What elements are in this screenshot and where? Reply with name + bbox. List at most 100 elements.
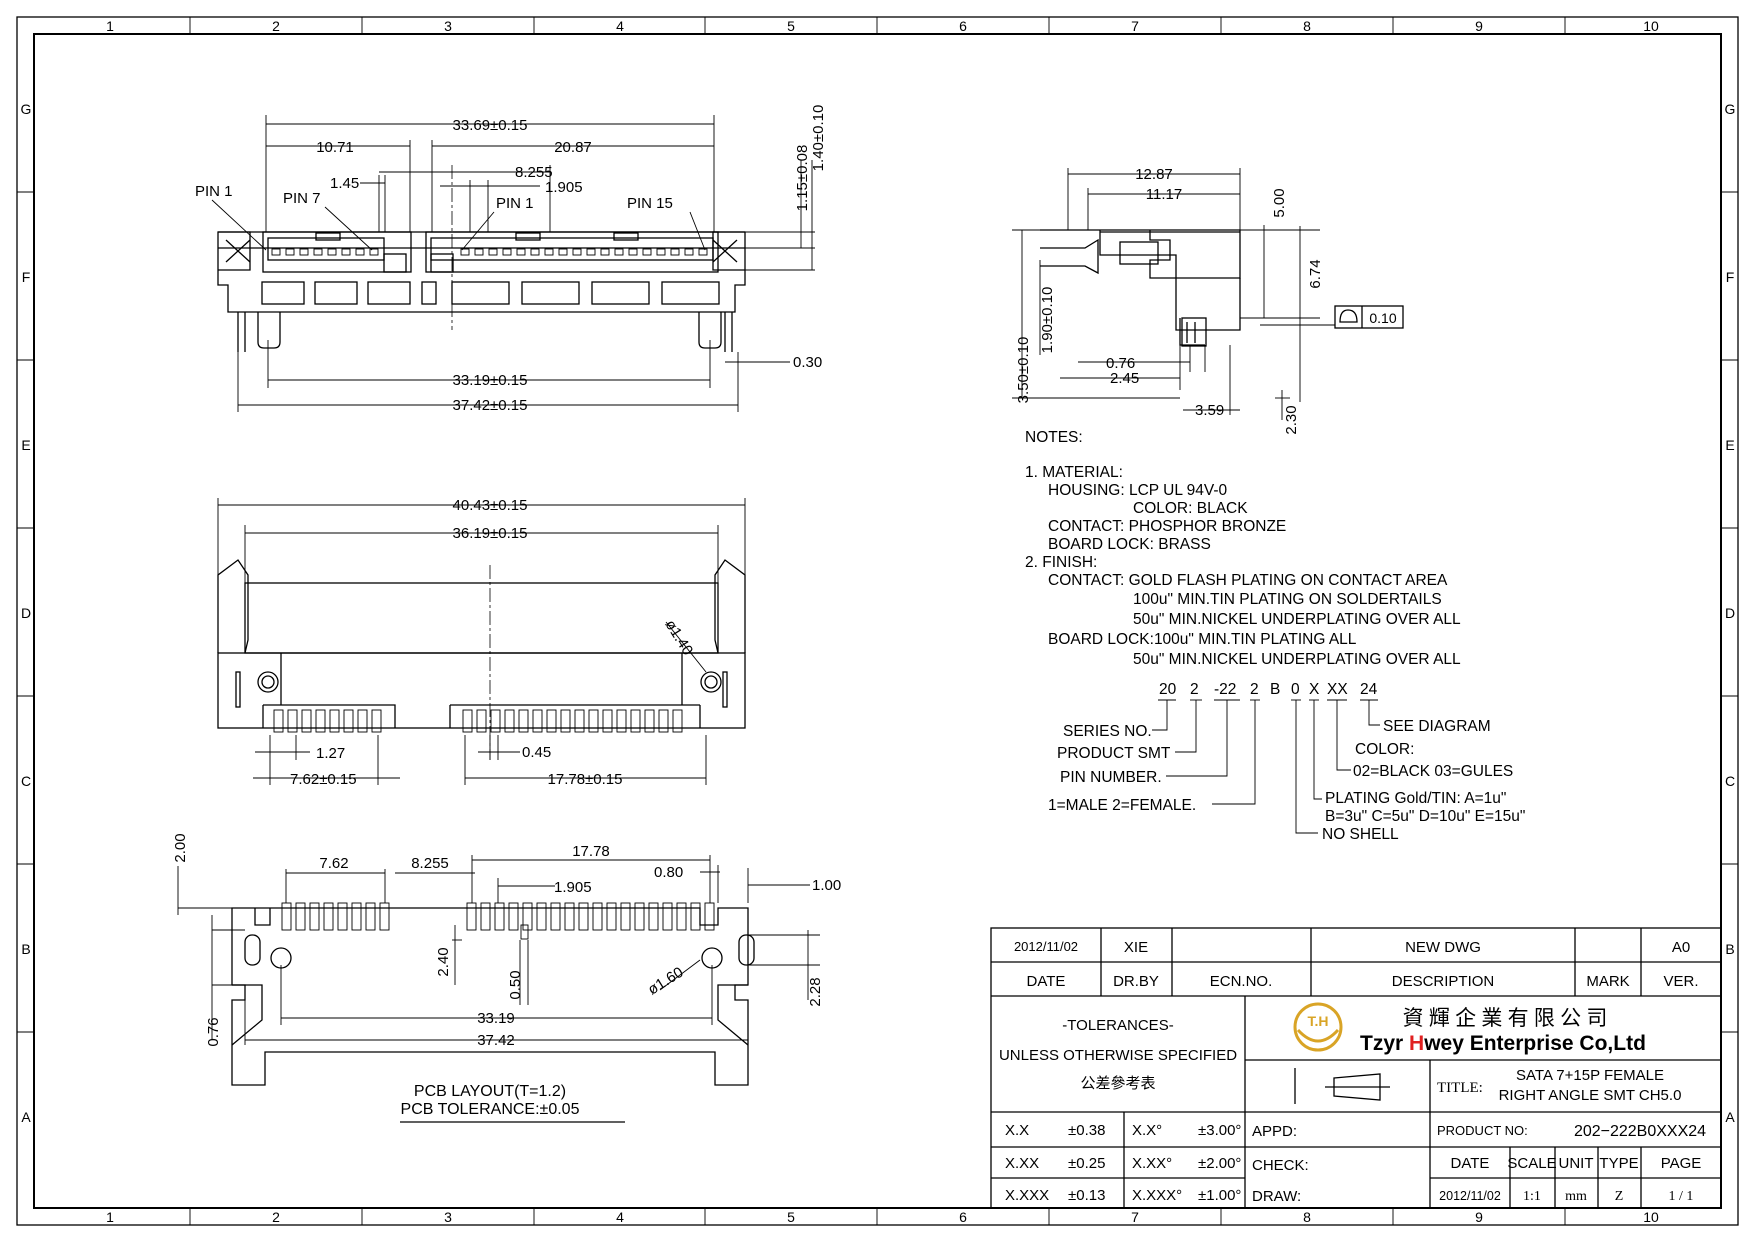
tol-cell: ±0.25 [1068, 1155, 1105, 1172]
code-segment: 2 [1190, 681, 1199, 698]
col-label: 8 [1303, 1209, 1311, 1225]
dim-pin-width: 0.45 [522, 744, 551, 761]
dim-hole: ø1.40 [661, 617, 696, 659]
header-date: DATE [1027, 973, 1066, 990]
dim-1-90: 1.90±0.10 [1039, 287, 1056, 354]
pcb-dim-33-19: 33.19 [477, 1010, 515, 1027]
callout-plating-values: B=3u" C=5u" D=10u" E=15u" [1325, 808, 1525, 825]
title-line-1: SATA 7+15P FEMALE [1516, 1067, 1664, 1084]
pcb-dim-17-78: 17.78 [572, 843, 610, 860]
pcb-dim-2-00: 2.00 [172, 833, 189, 862]
col-label: 1 [106, 18, 114, 34]
dim-small-offset: 1.905 [545, 179, 583, 196]
pcb-dim-37-42: 37.42 [477, 1032, 515, 1049]
dim-height-b: 1.40±0.10 [810, 105, 827, 172]
dim-right: 20.87 [554, 139, 592, 156]
dim-pin-gap: 1.45 [330, 175, 359, 192]
col-label: 7 [1131, 18, 1139, 34]
note-line: CONTACT: GOLD FLASH PLATING ON CONTACT A… [1048, 572, 1448, 589]
dim-overall-bottom: 37.42±0.15 [453, 397, 528, 414]
row-label: C [1725, 773, 1735, 789]
dim-3-59: 3.59 [1195, 402, 1224, 419]
rev-drawn-by: XIE [1124, 939, 1148, 956]
pcb-dim-1-00: 1.00 [812, 877, 841, 894]
row-label: G [1725, 101, 1736, 117]
pcb-title: PCB LAYOUT(T=1.2) [414, 1083, 566, 1100]
product-no-label: PRODUCT NO: [1437, 1123, 1528, 1138]
pcb-dim-2-40: 2.40 [435, 947, 452, 976]
dim-7-62: 7.62±0.15 [290, 771, 357, 788]
note-line: BOARD LOCK: BRASS [1048, 536, 1211, 553]
dim-0-76: 0.76 [1106, 355, 1135, 372]
label-pin-15: PIN 15 [627, 195, 673, 212]
dim-17-78: 17.78±0.15 [548, 771, 623, 788]
company-chinese-name: 資 輝 企 業 有 限 公 司 [1403, 1006, 1608, 1030]
row-label: B [21, 941, 30, 957]
tol-cell: X.XX° [1132, 1155, 1172, 1172]
label-pin-1-left: PIN 1 [195, 183, 233, 200]
tolerance-heading: -TOLERANCES- [1062, 1017, 1173, 1034]
row-label: F [22, 269, 31, 285]
pcb-dim-2-28: 2.28 [807, 977, 824, 1006]
dim-6-74: 6.74 [1307, 259, 1324, 288]
callout-color: COLOR: [1355, 741, 1414, 758]
pcb-dim-0-80: 0.80 [654, 864, 683, 881]
notes-heading: NOTES: [1025, 429, 1083, 446]
header-description: DESCRIPTION [1392, 973, 1495, 990]
top-view-body [217, 231, 746, 352]
row-label: A [21, 1109, 31, 1125]
note-line: 50u" MIN.NICKEL UNDERPLATING OVER ALL [1133, 651, 1461, 668]
col-label: 5 [787, 18, 795, 34]
company-name: Tzyr Hwey Enterprise Co,Ltd [1360, 1032, 1646, 1055]
dim-5: 5.00 [1271, 188, 1288, 217]
top-view-text: 33.69±0.15 10.71 20.87 1.45 8.255 1.905 … [195, 105, 827, 414]
col-label: 5 [787, 1209, 795, 1225]
title-block: 2012/11/02 XIE NEW DWG A0 DATE DR.BY ECN… [990, 927, 1722, 1209]
col-label: 9 [1475, 18, 1483, 34]
rev-description: NEW DWG [1405, 939, 1481, 956]
title-line-2: RIGHT ANGLE SMT CH5.0 [1499, 1087, 1682, 1104]
note-line: 100u" MIN.TIN PLATING ON SOLDERTAILS [1133, 591, 1442, 608]
product-no: 202−222B0XXX24 [1574, 1123, 1706, 1140]
pcb-dim-1-905: 1.905 [554, 879, 592, 896]
dim-front-inner: 36.19±0.15 [453, 525, 528, 542]
dim-height-a: 1.15±0.08 [794, 145, 811, 212]
col-label: 7 [1131, 1209, 1139, 1225]
info-header-type: TYPE [1599, 1155, 1638, 1172]
draw-label: DRAW: [1252, 1188, 1301, 1205]
col-label: 2 [272, 1209, 280, 1225]
pcb-dim-7-62: 7.62 [319, 855, 348, 872]
row-label: D [21, 605, 31, 621]
tol-cell: X.XXX [1005, 1187, 1049, 1204]
appd-label: APPD: [1252, 1123, 1297, 1140]
logo-text: T.H [1308, 1013, 1329, 1029]
rev-version: A0 [1672, 939, 1690, 956]
rev-date: 2012/11/02 [1014, 939, 1078, 954]
callout-pin-number: PIN NUMBER. [1060, 769, 1162, 786]
row-label: E [1725, 437, 1734, 453]
notes: NOTES: 1. MATERIAL: HOUSING: LCP UL 94V-… [1025, 429, 1461, 668]
col-label: 9 [1475, 1209, 1483, 1225]
col-label: 8 [1303, 18, 1311, 34]
info-header-date: DATE [1451, 1155, 1490, 1172]
callout-plating: PLATING Gold/TIN: A=1u" [1325, 790, 1506, 807]
info-header-scale: SCALE [1507, 1155, 1556, 1172]
dim-pitch: 1.27 [316, 745, 345, 762]
tol-cell: X.X [1005, 1122, 1029, 1139]
note-line: 1. MATERIAL: [1025, 464, 1123, 481]
row-label: F [1726, 269, 1735, 285]
pcb-dim-0-50: 0.50 [507, 970, 524, 999]
header-version: VER. [1663, 973, 1698, 990]
dim-overall-top: 33.69±0.15 [453, 117, 528, 134]
col-label: 2 [272, 18, 280, 34]
front-view: 40.43±0.15 36.19±0.15 ø1.40 1.27 0.45 7.… [217, 497, 746, 788]
tol-cell: ±3.00° [1198, 1122, 1241, 1139]
info-date: 2012/11/02 [1439, 1189, 1501, 1203]
col-label: 1 [106, 1209, 114, 1225]
info-page: 1 / 1 [1669, 1189, 1694, 1204]
tol-cell: X.X° [1132, 1122, 1162, 1139]
flatness-callout: 0.10 [1334, 305, 1404, 329]
tol-cell: X.XXX° [1132, 1187, 1182, 1204]
tol-cell: X.XX [1005, 1155, 1039, 1172]
